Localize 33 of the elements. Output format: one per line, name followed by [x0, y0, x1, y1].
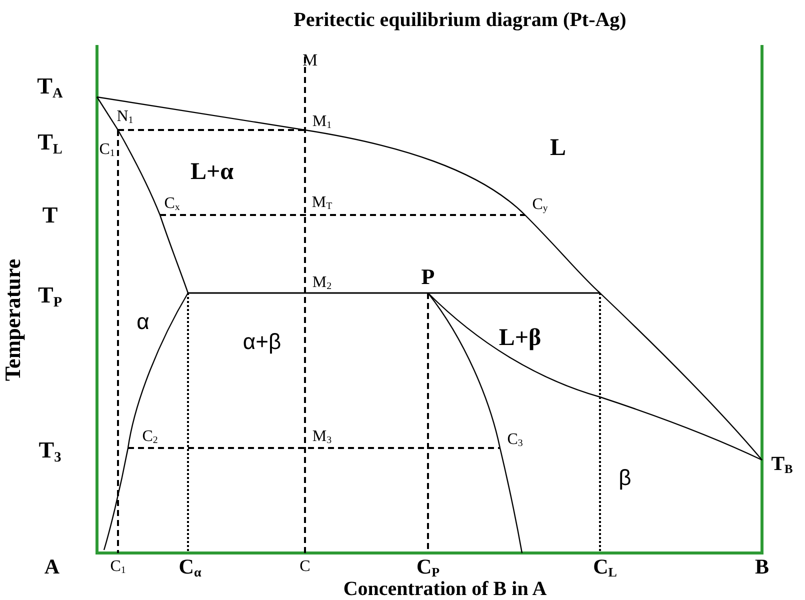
point-label: C$_{1}$: [99, 142, 115, 158]
concentration-label: C$_{P}$: [416, 556, 440, 578]
region-label: L+β: [498, 326, 542, 350]
point-label: C$_{3}$: [507, 432, 523, 448]
concentration-label: C: [300, 559, 310, 575]
point-label: C$_{x}$: [164, 196, 180, 212]
chart-title: Peritectic equilibrium diagram (Pt-Ag): [294, 10, 626, 30]
region-label: α: [136, 311, 150, 333]
point-label: N$_{1}$: [116, 109, 134, 125]
axis-title: Temperature: [2, 258, 24, 382]
temperature-label: T$_{B}$: [771, 454, 793, 474]
concentration-label: C$_{1}$: [110, 559, 126, 575]
axis-label: B: [755, 556, 769, 578]
point-label: M$_{1}$: [312, 114, 332, 130]
axis-label: A: [44, 556, 60, 578]
point-label: C$_{y}$: [532, 197, 548, 213]
temperature-label: T$_{A}$: [37, 74, 63, 98]
point-label: M$_{2}$: [312, 275, 332, 291]
point-label: P: [421, 266, 435, 288]
concentration-label: C$_{α}$: [178, 556, 202, 578]
point-label: M$_{T}$: [312, 195, 332, 211]
concentration-label: C$_{L}$: [593, 556, 617, 578]
region-label: α+β: [242, 331, 282, 353]
region-label: L+α: [190, 160, 234, 184]
temperature-label: T$_{3}$: [38, 438, 62, 462]
temperature-label: T$_{P}$: [38, 284, 62, 306]
region-label: L: [550, 136, 566, 160]
point-label: C$_{2}$: [142, 429, 158, 445]
temperature-label: T: [42, 204, 58, 226]
temperature-label: T$_{L}$: [38, 130, 62, 154]
axis-title: Concentration of B in A: [343, 579, 547, 599]
region-label: β: [618, 467, 632, 489]
point-label: M$_{3}$: [312, 429, 332, 445]
